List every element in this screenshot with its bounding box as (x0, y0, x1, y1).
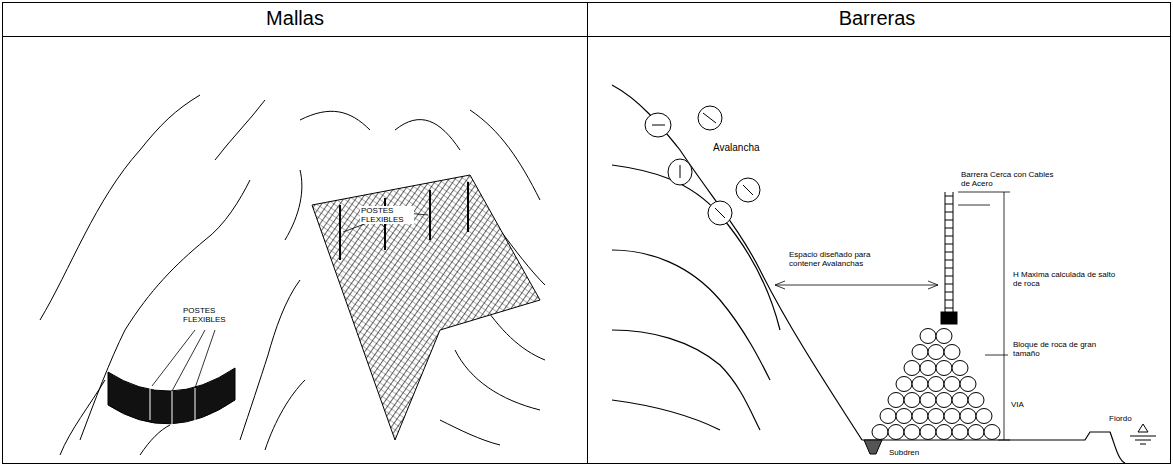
leader-lines (152, 330, 215, 391)
dimension-label: H Maxima calculada de salto de roca (1012, 270, 1124, 288)
region-label: Avalancha (712, 142, 761, 154)
flexible-posts (150, 386, 195, 425)
dimension-label: Espacio diseñado para contener Avalancha… (788, 250, 900, 268)
water-level-symbol (1130, 424, 1156, 444)
part-label: Bloque de roca de gran tamaño (1012, 340, 1114, 358)
slope-profile (612, 85, 1125, 463)
rock-pile (872, 329, 1000, 440)
water-label: Fiordo (1108, 414, 1133, 423)
cable-fence (941, 192, 957, 324)
part-label: POSTES FLEXIBLES (182, 306, 236, 324)
terrain-lines (40, 95, 545, 455)
part-label: POSTES FLEXIBLES (360, 206, 414, 224)
road-label: VIA (1010, 400, 1025, 409)
motion-arrows (652, 113, 753, 218)
flexible-posts (340, 182, 468, 260)
table-grid (3, 3, 1171, 464)
subdrain (864, 440, 882, 454)
part-label: Subdren (888, 448, 920, 457)
fence-cables (945, 196, 953, 308)
part-label: Barrera Cerca con Cables de Acero (960, 170, 1062, 188)
mesh-net (312, 175, 540, 440)
column-header: Mallas (3, 7, 587, 30)
column-header: Barreras (586, 7, 1168, 30)
falling-rocks (645, 106, 760, 225)
dimension-lines (775, 192, 1010, 440)
